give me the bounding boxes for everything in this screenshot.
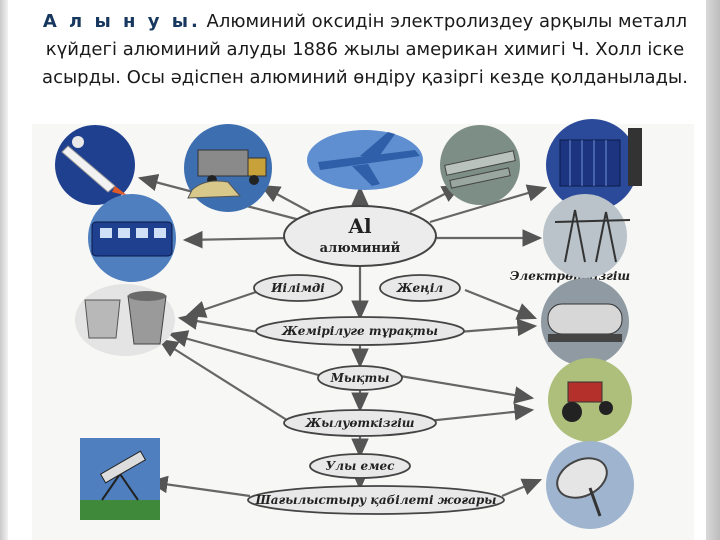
connector-arrows — [137, 173, 548, 498]
caption-paragraph: А л ы н у ы. Алюминий оксидін электролиз… — [30, 8, 700, 92]
svg-text:Жеңіл: Жеңіл — [396, 281, 444, 295]
svg-text:Иілімді: Иілімді — [270, 281, 325, 295]
property-corrosion-resistant: Жемірілуге тұрақты — [255, 316, 465, 346]
building-icon — [546, 119, 642, 211]
svg-text:Мықты: Мықты — [330, 371, 390, 385]
property-malleable: Иілімді — [253, 274, 343, 302]
property-thermal-conductor: Жылуөткізгіш — [283, 409, 437, 437]
slide-frame-right — [706, 0, 720, 540]
svg-text:Улы емес: Улы емес — [326, 459, 396, 473]
caption-body: Алюминий оксидін электролиздеу арқылы ме… — [42, 11, 688, 88]
slide-frame-left — [0, 0, 8, 540]
cookware-icon — [75, 284, 175, 356]
svg-text:Жемірілуге тұрақты: Жемірілуге тұрақты — [281, 324, 438, 338]
truck-icon — [184, 124, 272, 212]
tanker-icon — [541, 278, 629, 366]
power-line-icon — [543, 194, 631, 278]
tractor-icon — [548, 358, 632, 442]
property-high-reflectivity: Шағылыстыру қабілеті жоғары — [247, 485, 505, 515]
svg-text:Шағылыстыру қабілеті жоғары: Шағылыстыру қабілеті жоғары — [255, 493, 497, 507]
caption-lead: А л ы н у ы. — [42, 11, 201, 32]
satellite-dish-icon — [546, 441, 634, 529]
rocket-icon — [55, 125, 135, 205]
center-name: алюминий — [320, 241, 401, 256]
airplane-icon — [307, 130, 423, 190]
train-icon — [88, 194, 176, 282]
property-non-toxic: Улы емес — [309, 453, 411, 479]
svg-text:Жылуөткізгіш: Жылуөткізгіш — [305, 416, 415, 430]
center-aluminium-node: Al алюминий — [283, 205, 437, 267]
center-symbol: Al — [347, 214, 372, 238]
telescope-icon — [80, 438, 160, 520]
property-strong: Мықты — [317, 365, 403, 391]
pipeline-icon — [440, 125, 520, 205]
property-light: Жеңіл — [379, 274, 461, 302]
